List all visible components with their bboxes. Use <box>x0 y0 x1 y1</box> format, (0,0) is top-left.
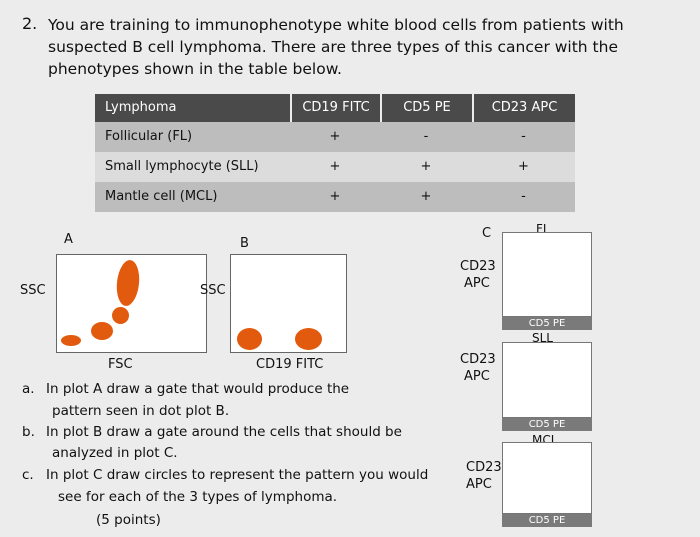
plot-b-label: B <box>240 236 249 251</box>
dot-cluster <box>114 258 142 308</box>
subq-b-line2: analyzed in plot C. <box>52 445 178 461</box>
row-name: Mantle cell (MCL) <box>105 189 218 204</box>
header-cd19: CD19 FITC <box>290 94 380 122</box>
plot-a-label: A <box>64 232 73 247</box>
panel-mcl-y1: CD23 <box>466 460 502 475</box>
panel-sll-y2: APC <box>464 369 490 384</box>
row-cd19: + <box>329 189 341 204</box>
row-cd5: + <box>420 189 432 204</box>
plot-a-x-axis: FSC <box>108 357 133 372</box>
panel-fl-y1: CD23 <box>460 259 496 274</box>
panel-mcl-y2: APC <box>466 477 492 492</box>
question-line-3: phenotypes shown in the table below. <box>48 60 342 78</box>
table-row: Follicular (FL) + - - <box>95 122 575 152</box>
row-name: Small lymphocyte (SLL) <box>105 159 259 174</box>
header-cd5: CD5 PE <box>380 94 472 122</box>
dot-cluster <box>295 328 322 350</box>
subq-c-line1: In plot C draw circles to represent the … <box>46 467 429 483</box>
panel-sll-title: SLL <box>532 331 553 345</box>
question-number: 2. <box>22 14 38 33</box>
plot-c-mcl[interactable] <box>502 442 592 514</box>
dot-plot-a[interactable] <box>56 254 207 353</box>
dot-cluster <box>91 322 113 340</box>
row-cd5: - <box>423 129 429 144</box>
header-lymphoma: Lymphoma <box>95 94 290 122</box>
plot-c-label: C <box>482 226 492 241</box>
subq-a-letter: a. <box>22 381 35 397</box>
subq-c-points: (5 points) <box>96 512 161 528</box>
dot-cluster <box>237 328 262 350</box>
row-cd5: + <box>420 159 432 174</box>
table-row: Mantle cell (MCL) + + - <box>95 182 575 212</box>
subq-c-letter: c. <box>22 467 34 483</box>
question-line-1: You are training to immunophenotype whit… <box>48 16 624 34</box>
panel-sll-x-axis: CD5 PE <box>502 418 592 431</box>
row-name: Follicular (FL) <box>105 129 193 144</box>
panel-mcl-x-axis: CD5 PE <box>502 514 592 527</box>
subq-b-line1: In plot B draw a gate around the cells t… <box>46 424 402 440</box>
plot-b-y-axis: SSC <box>200 283 226 298</box>
panel-fl-x-axis: CD5 PE <box>502 317 592 330</box>
subq-a-line2: pattern seen in dot plot B. <box>52 403 230 419</box>
subq-b-letter: b. <box>22 424 35 440</box>
question-text: You are training to immunophenotype whit… <box>48 14 688 80</box>
question-line-2: suspected B cell lymphoma. There are thr… <box>48 38 618 56</box>
row-cd23: + <box>518 159 529 174</box>
plot-b-x-axis: CD19 FITC <box>256 357 324 372</box>
dot-cluster <box>112 307 129 324</box>
panel-sll-y1: CD23 <box>460 352 496 367</box>
plot-c-sll[interactable] <box>502 342 592 418</box>
row-cd23: - <box>521 189 526 204</box>
dot-cluster <box>61 335 81 346</box>
row-cd19: + <box>329 129 341 144</box>
plot-c-fl[interactable] <box>502 232 592 317</box>
row-cd23: - <box>521 129 526 144</box>
plot-a-y-axis: SSC <box>20 283 46 298</box>
row-cd19: + <box>329 159 341 174</box>
header-cd23: CD23 APC <box>472 94 575 122</box>
panel-fl-y2: APC <box>464 276 490 291</box>
phenotype-table: Lymphoma CD19 FITC CD5 PE CD23 APC Folli… <box>95 94 575 212</box>
subq-c-line2: see for each of the 3 types of lymphoma. <box>58 489 338 505</box>
table-row: Small lymphocyte (SLL) + + + <box>95 152 575 182</box>
subq-a-line1: In plot A draw a gate that would produce… <box>46 381 350 397</box>
dot-plot-b[interactable] <box>230 254 347 353</box>
